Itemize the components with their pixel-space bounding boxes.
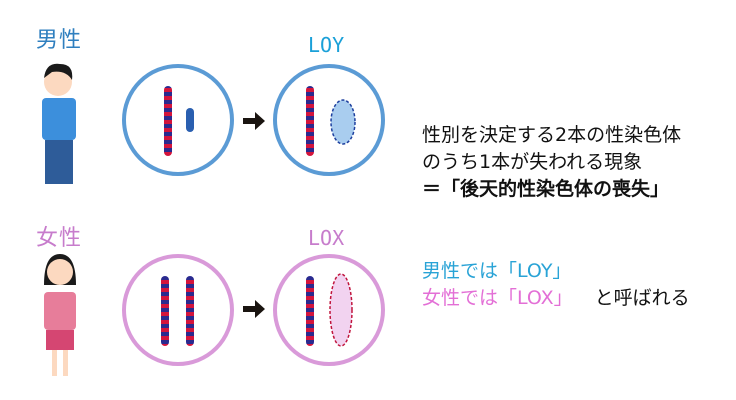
description-line: 性別を決定する2本の性染色体 bbox=[422, 124, 682, 146]
x-chromosome bbox=[186, 276, 194, 346]
y-chromosome bbox=[186, 108, 194, 132]
female-person-icon bbox=[44, 254, 76, 376]
loy-tag: LOY bbox=[308, 33, 345, 57]
male-person-icon bbox=[42, 63, 76, 184]
x-chromosome bbox=[161, 276, 169, 346]
x-chromosome bbox=[306, 276, 314, 346]
lox-tag: LOX bbox=[308, 226, 345, 250]
female-naming: 女性では「LOX」 bbox=[422, 287, 573, 309]
male-label: 男性 bbox=[36, 28, 83, 53]
male-after-cell bbox=[273, 64, 385, 176]
description-line: ＝「後天的性染色体の喪失」 bbox=[422, 178, 670, 200]
description-line: のうち1本が失われる現象 bbox=[422, 151, 643, 173]
arrow-icon bbox=[243, 112, 265, 130]
naming-suffix: と呼ばれる bbox=[594, 287, 690, 309]
male-before-cell bbox=[122, 64, 234, 176]
x-chromosome bbox=[306, 86, 314, 156]
lost-y-ghost bbox=[330, 99, 356, 145]
female-before-cell bbox=[122, 254, 234, 366]
lost-x-ghost bbox=[329, 273, 353, 347]
description: 性別を決定する2本の性染色体 のうち1本が失われる現象 ＝「後天的性染色体の喪失… bbox=[422, 122, 681, 203]
naming-block: 男性では「LOY」 女性では「LOX」と呼ばれる bbox=[422, 258, 690, 312]
female-after-cell bbox=[273, 254, 385, 366]
male-naming: 男性では「LOY」 bbox=[422, 260, 572, 282]
x-chromosome bbox=[164, 86, 172, 156]
female-label: 女性 bbox=[36, 226, 83, 251]
arrow-icon bbox=[243, 300, 265, 318]
